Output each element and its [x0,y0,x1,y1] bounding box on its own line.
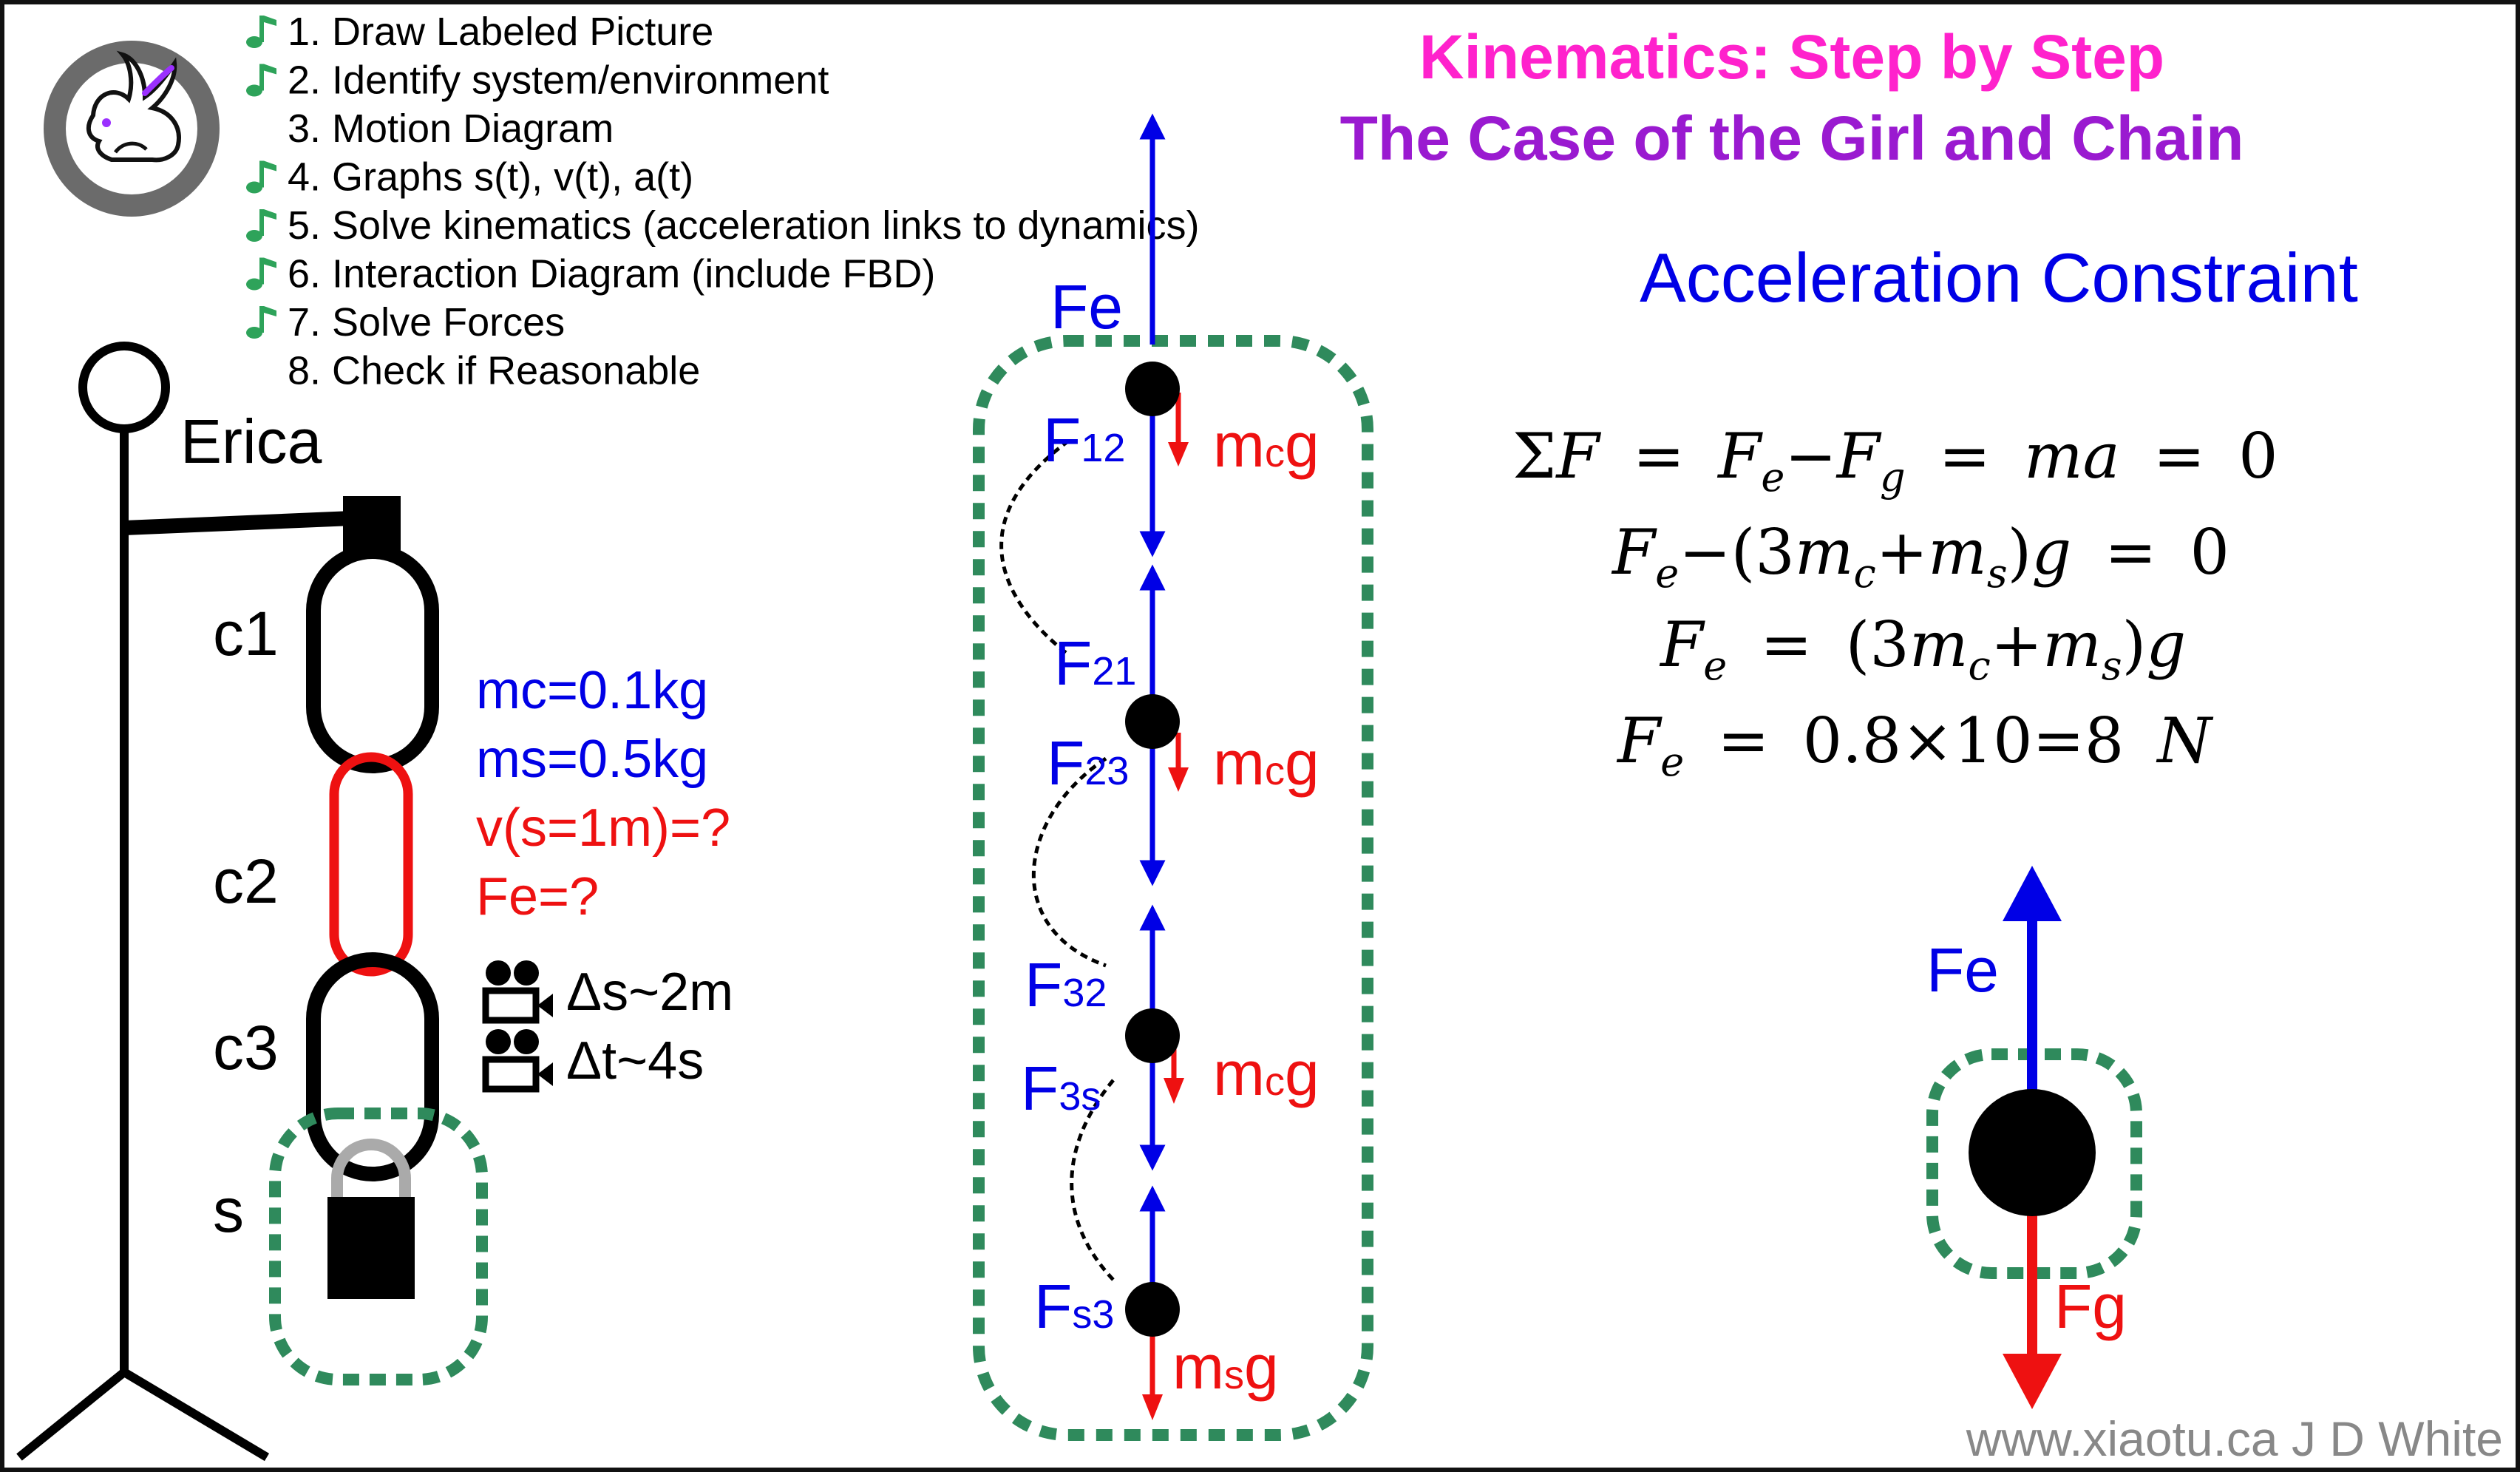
link-label-s: s [213,1176,244,1245]
page-title: Kinematics: Step by Step [1419,22,2164,92]
music-note-icon [246,64,276,97]
link-label-c2: c2 [213,847,279,916]
force-label-F3s: F3s [1021,1054,1101,1123]
stick-figure-arm [123,511,353,535]
stick-figure-head [78,342,170,433]
video-camera-icon [482,1029,553,1093]
particle-s [1125,1282,1180,1337]
equations: ΣF=Fe−Fg=ma=0 Fe−(3mc+ms)g=0 Fe=(3mc+ms)… [1512,420,2278,785]
particle-c3 [1125,1008,1180,1063]
link-label-c1: c1 [213,599,279,668]
step-item: 5. Solve kinematics (acceleration links … [288,203,1199,248]
video-camera-icon [482,960,553,1024]
equation-3: Fe=(3mc+ms)g [1659,608,2186,689]
interaction-connector [1032,756,1107,968]
particle-c2 [1125,694,1180,749]
interaction-diagram: Fe F12 mcg F21 F23 mcg F32 F3s mcg Fs3 m… [973,113,1373,1441]
weight-arrowhead [1164,1078,1184,1104]
weight-label-4: msg [1172,1332,1279,1402]
fbd-label-Fg: Fg [2054,1272,2127,1341]
weight-label-3: mcg [1213,1039,1320,1108]
weight-label-2: mcg [1213,728,1320,798]
music-note-icon [246,209,276,242]
unknown-force: Fe=? [476,867,599,926]
free-body-diagram: Fe Fg [1926,866,2142,1409]
weight-label-1: mcg [1213,410,1320,480]
rabbit-logo-icon [44,41,220,217]
force-label-F23: F23 [1047,728,1129,798]
link-label-c3: c3 [213,1013,279,1082]
system-boundary-chain [973,335,1373,1441]
footer-credit: www.xiaotu.ca J D White [1966,1411,2503,1466]
equation-1: ΣF=Fe−Fg=ma=0 [1512,420,2278,501]
chain-link-c1 [306,544,439,773]
music-note-icon [246,160,276,194]
step-item: 3. Motion Diagram [288,106,614,151]
step-item: 4. Graphs s(t), v(t), a(t) [288,155,693,200]
section-title: Acceleration Constraint [1640,239,2358,316]
interaction-connector [1070,1079,1115,1281]
music-note-icon [246,257,276,291]
known-mc: mc=0.1kg [476,661,708,720]
music-note-icon [246,16,276,48]
measure-time: Δt~4s [566,1031,704,1091]
chain-link-c3 [306,952,439,1181]
step-item: 1. Draw Labeled Picture [288,10,713,54]
weight-arrowhead [1168,442,1189,467]
step-item: 2. Identify system/environment [288,58,829,103]
person-name-label: Erica [180,407,322,476]
music-note-icon [246,306,276,339]
fbd-arrowhead-down [2003,1354,2062,1409]
unknown-velocity: v(s=1m)=? [476,798,730,858]
measure-distance: Δs~2m [566,963,733,1022]
fbd-arrowhead-up [2003,866,2062,921]
force-label-F21: F21 [1054,628,1136,698]
labeled-picture: Erica c1 c2 c3 s mc=0.1kg ms=0.5kg v(s=1… [16,342,733,1462]
stick-figure-leg-right [121,1368,270,1462]
force-label-F32: F32 [1025,950,1107,1020]
equation-2: Fe−(3mc+ms)g=0 [1611,516,2229,597]
lock-shackle [331,1139,411,1202]
force-label-Fe: Fe [1050,272,1123,342]
weight-arrowhead [1142,1394,1163,1420]
hand-grip [343,496,401,554]
weight-arrowhead [1168,767,1189,792]
interaction-connector [999,438,1070,657]
fbd-label-Fe: Fe [1926,935,1999,1005]
system-boundary-lock [269,1108,488,1385]
step-item: 6. Interaction Diagram (include FBD) [288,252,935,296]
particle-c1 [1125,362,1180,416]
known-ms: ms=0.5kg [476,730,708,789]
fbd-particle [1969,1089,2096,1216]
page-subtitle: The Case of the Girl and Chain [1340,104,2244,173]
force-label-Fs3: Fs3 [1034,1272,1114,1341]
step-item: 7. Solve Forces [288,300,565,345]
force-label-F12: F12 [1043,405,1125,475]
step-item: 8. Check if Reasonable [288,349,700,393]
lock-body [327,1197,415,1299]
stick-figure-leg-left [16,1368,127,1461]
chain-link-c2 [329,752,413,977]
